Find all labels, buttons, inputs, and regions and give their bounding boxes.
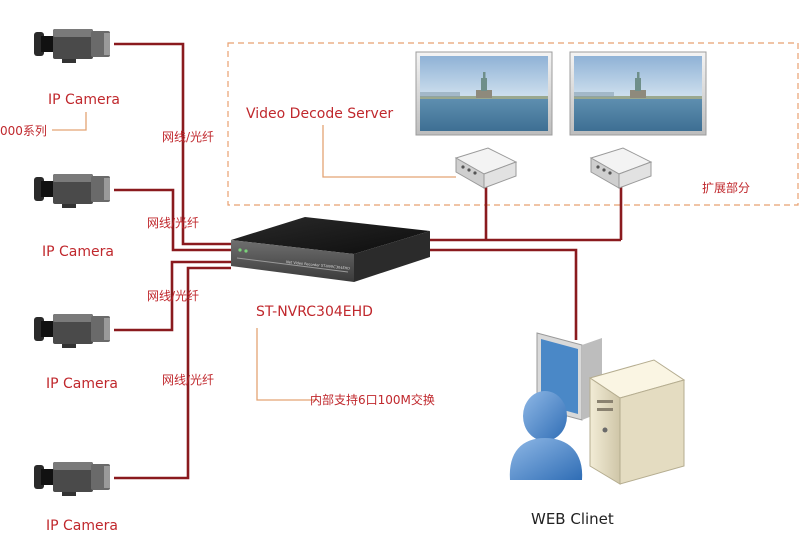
camera-label-1: IP Camera bbox=[48, 92, 120, 108]
camera-label-4: IP Camera bbox=[46, 518, 118, 534]
link-label-1: 网线/光纤 bbox=[162, 130, 214, 144]
nvr-device bbox=[231, 217, 430, 282]
expansion-area bbox=[227, 42, 799, 206]
decode-server-label: Video Decode Server bbox=[246, 106, 393, 122]
camera-label-2: IP Camera bbox=[42, 244, 114, 260]
ip-camera-icon bbox=[34, 29, 110, 63]
display-monitor bbox=[569, 51, 707, 136]
expansion-label: 扩展部分 bbox=[702, 180, 750, 195]
switch-note: 内部支持6口100M交换 bbox=[310, 392, 435, 407]
lead-lines bbox=[52, 112, 456, 401]
display-monitor bbox=[415, 51, 553, 136]
ip-camera-icon bbox=[34, 314, 110, 348]
link-label-2: 网线/光纤 bbox=[147, 216, 199, 230]
network-wires bbox=[114, 42, 623, 480]
decoder-box-icon bbox=[455, 147, 517, 189]
user-person-icon bbox=[509, 391, 583, 480]
ip-camera-icon bbox=[34, 174, 110, 208]
camera-series-note: 000系列 bbox=[0, 124, 47, 138]
camera-label-3: IP Camera bbox=[46, 376, 118, 392]
nvr-front-text: Net Video Recorder ST-NVRC304EHD bbox=[286, 260, 351, 271]
link-label-4: 网线/光纤 bbox=[162, 373, 214, 387]
ip-camera-icon bbox=[34, 462, 110, 496]
decoder-box-icon bbox=[590, 147, 652, 189]
web-client-label: WEB Clinet bbox=[531, 510, 614, 528]
nvr-model-label: ST-NVRC304EHD bbox=[256, 304, 373, 320]
workstation-icon bbox=[536, 332, 686, 485]
link-label-3: 网线/光纤 bbox=[147, 289, 199, 303]
